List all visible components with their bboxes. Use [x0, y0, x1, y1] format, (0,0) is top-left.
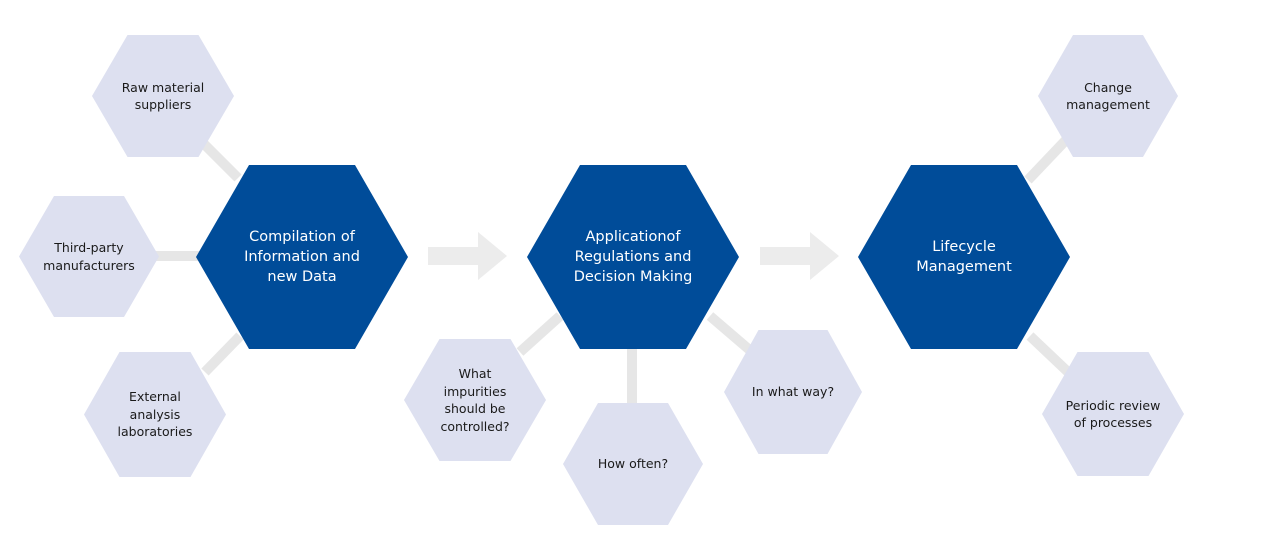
- hex-label: How often?: [597, 456, 669, 472]
- hex-label: What impurities should be controlled?: [440, 366, 510, 434]
- flow-arrow-1: [428, 232, 507, 280]
- hexagon-fill: [84, 352, 226, 477]
- hexagon-shape: [404, 339, 546, 461]
- hexagon-fill: [92, 35, 234, 157]
- hexagon-shape: [563, 403, 703, 525]
- hex-label: Raw material suppliers: [121, 79, 205, 113]
- hex-third-party-manufacturers: Third-party manufacturers: [19, 196, 159, 317]
- hex-label: Compilation of Information and new Data: [244, 229, 360, 285]
- hex-external-analysis-laboratories: External analysis laboratories: [84, 352, 226, 477]
- hex-periodic-review: Periodic review of processes: [1042, 352, 1184, 476]
- hex-raw-material-suppliers: Raw material suppliers: [92, 35, 234, 157]
- hex-application-of-regulations: Applicationof Regulations and Decision M…: [527, 165, 739, 349]
- hexagon-shape: [84, 352, 226, 477]
- connector-in-what-way: [706, 312, 756, 356]
- hexagon-fill: [196, 165, 408, 349]
- flow-arrow-2: [760, 232, 839, 280]
- hex-how-often: How often?: [563, 403, 703, 525]
- hex-what-impurities: What impurities should be controlled?: [404, 339, 546, 461]
- hexagon-shape: [92, 35, 234, 157]
- connector-change-management: [1024, 136, 1070, 184]
- connector-what-impurities: [516, 312, 564, 356]
- hex-label: Third-party manufacturers: [43, 240, 135, 273]
- hex-label: Change management: [1066, 79, 1150, 113]
- hexagon-fill: [404, 339, 546, 461]
- hex-label: Applicationof Regulations and Decision M…: [573, 229, 693, 285]
- connector-external-labs: [201, 332, 244, 376]
- hex-lifecycle-management: Lifecycle Management: [858, 165, 1070, 349]
- hexagon-shape: [1038, 35, 1178, 157]
- hexagon-shape: [858, 165, 1070, 349]
- hexagon-shape: [19, 196, 159, 317]
- connector-raw-material: [199, 139, 242, 182]
- hex-label: Periodic review of processes: [1065, 397, 1161, 431]
- hexagon-fill: [1042, 352, 1184, 476]
- hexagon-fill: [563, 403, 703, 525]
- hexagon-fill: [527, 165, 739, 349]
- hexagon-fill: [858, 165, 1070, 349]
- hex-label: Lifecycle Management: [916, 239, 1012, 275]
- hex-label: In what way?: [751, 384, 835, 400]
- hex-in-what-way: In what way?: [724, 330, 862, 454]
- hex-label: External analysis laboratories: [117, 389, 193, 440]
- hexagon-shape: [196, 165, 408, 349]
- connector-periodic-review: [1026, 332, 1072, 376]
- hexagon-shape: [527, 165, 739, 349]
- hex-compilation-of-information: Compilation of Information and new Data: [196, 165, 408, 349]
- hexagon-fill: [19, 196, 159, 317]
- hexagon-shape: [724, 330, 862, 454]
- hex-change-management: Change management: [1038, 35, 1178, 157]
- hexagon-shape: [1042, 352, 1184, 476]
- hexagon-fill: [1038, 35, 1178, 157]
- hexagon-fill: [724, 330, 862, 454]
